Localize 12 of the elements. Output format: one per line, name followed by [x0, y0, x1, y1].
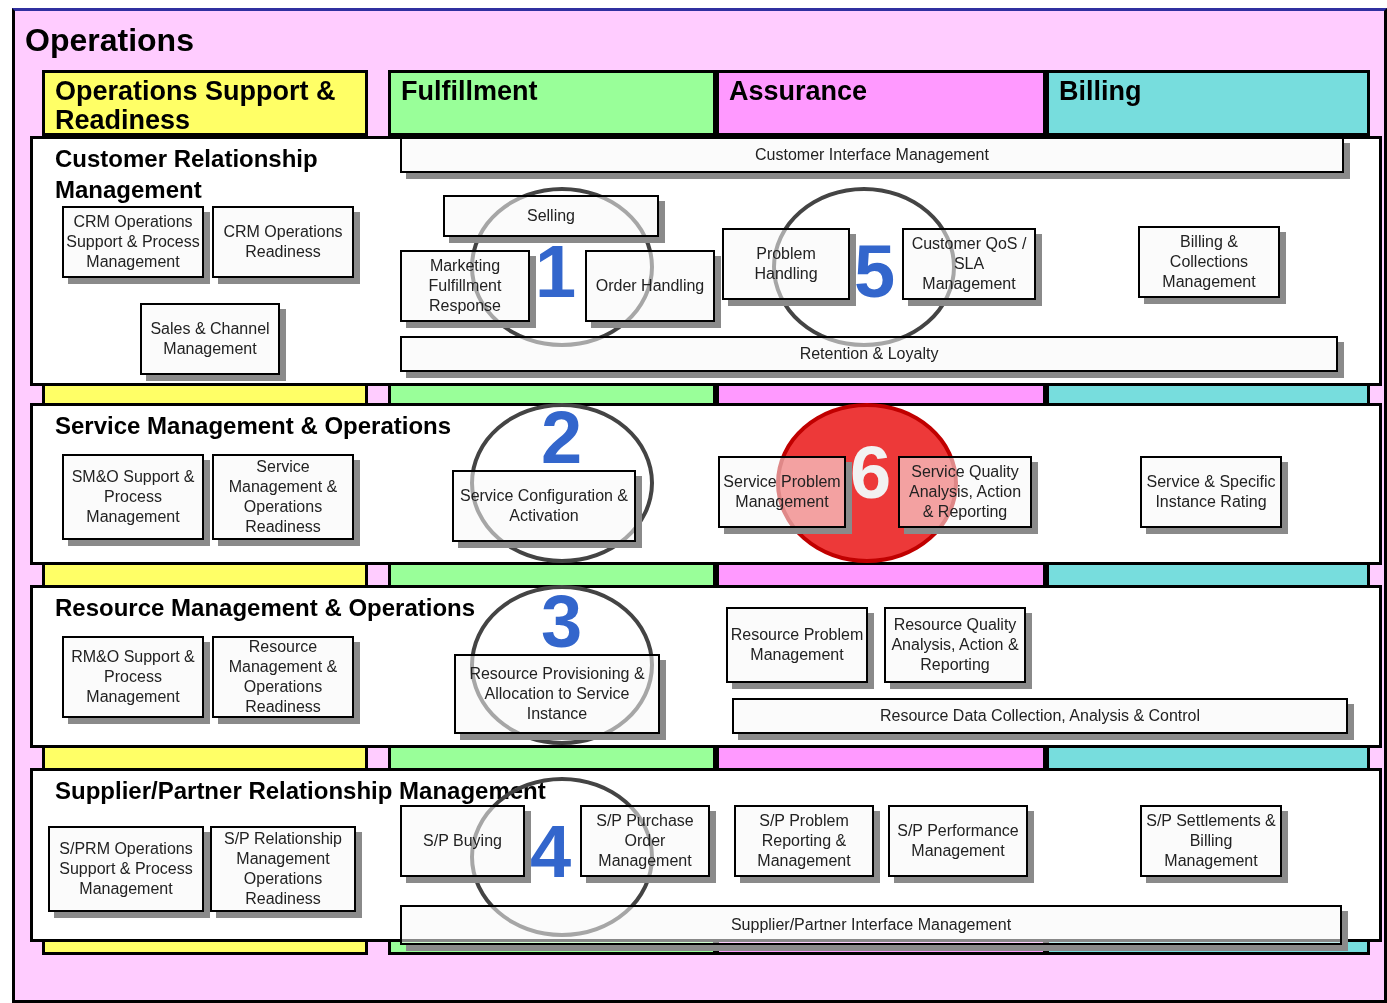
column-header: Fulfillment — [388, 70, 716, 136]
band-title: Customer Relationship Management — [55, 144, 319, 205]
layer-band — [30, 403, 1382, 565]
band-title: Resource Management & Operations — [55, 593, 476, 623]
layer-band — [30, 585, 1382, 748]
column-header: Operations Support & Readiness — [42, 70, 368, 136]
layer-band — [30, 136, 1382, 386]
band-title: Service Management & Operations — [55, 411, 452, 441]
page-frame — [12, 8, 1387, 1003]
page-title: Operations — [25, 25, 194, 56]
column-header: Assurance — [716, 70, 1046, 136]
column-header: Billing — [1046, 70, 1370, 136]
